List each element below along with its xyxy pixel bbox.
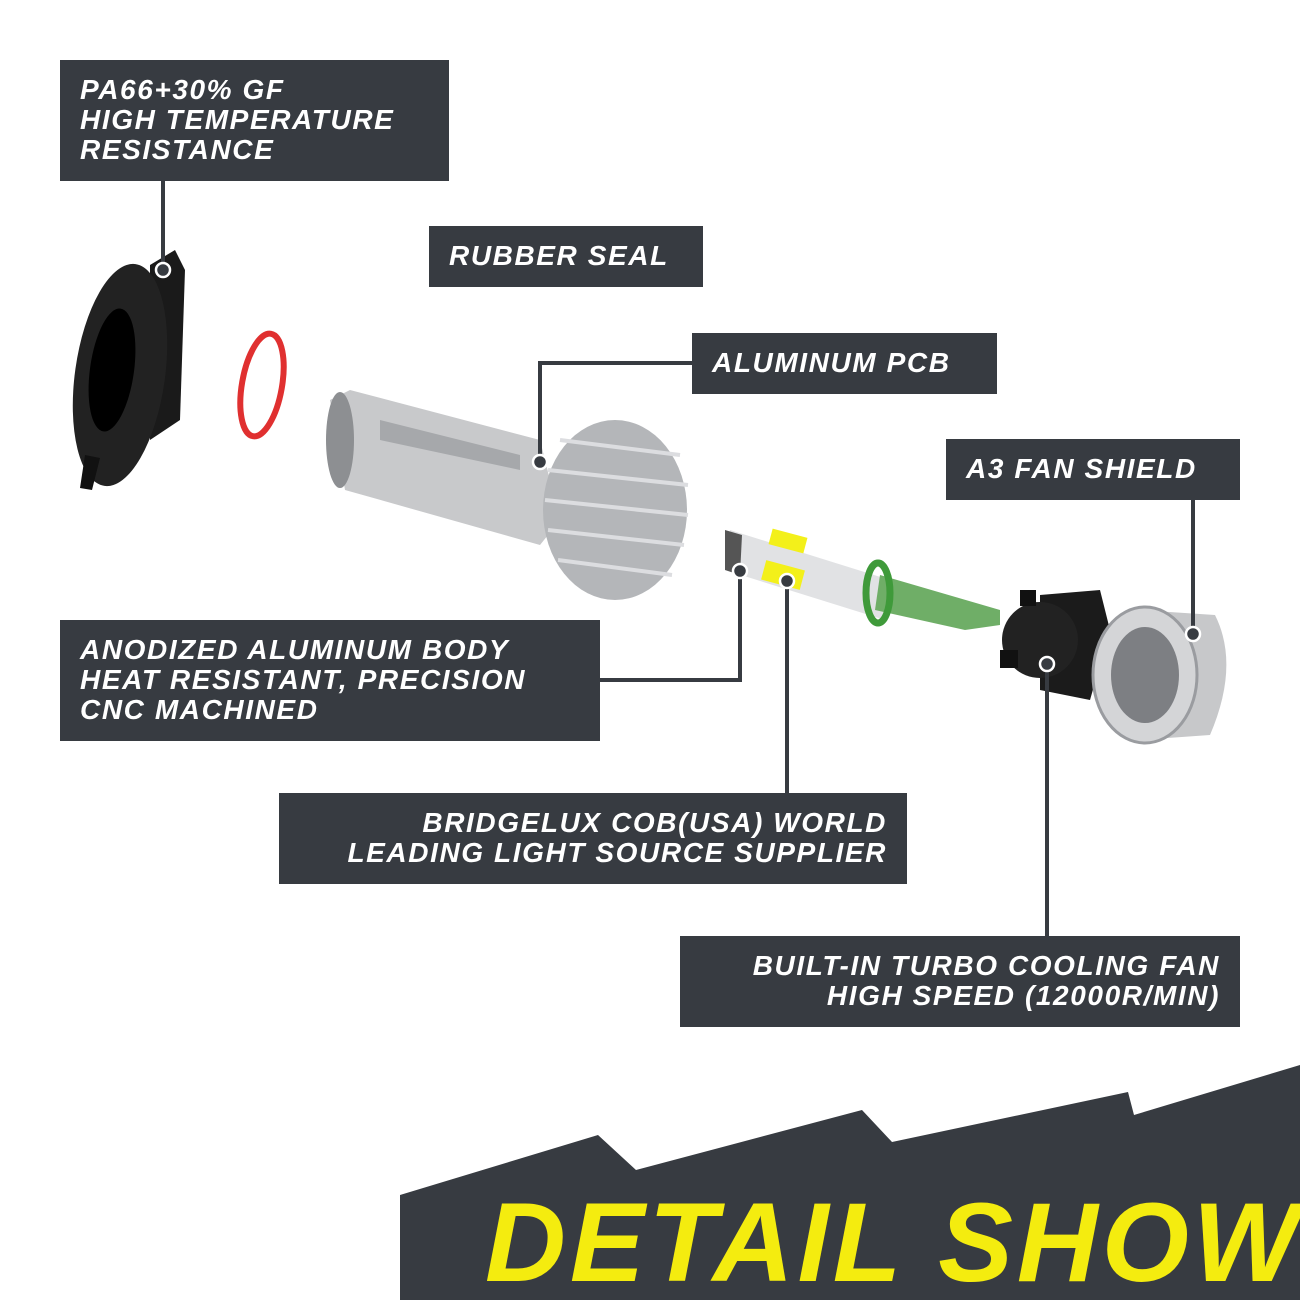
label-line: RESISTANCE	[80, 134, 275, 165]
label-line: HIGH SPEED (12000R/MIN)	[826, 980, 1220, 1011]
label-cooling-fan: BUILT-IN TURBO COOLING FAN HIGH SPEED (1…	[680, 936, 1240, 1027]
housing-part	[72, 250, 185, 490]
label-aluminum-pcb: ALUMINUM PCB	[692, 333, 997, 394]
leader-lines	[161, 181, 1195, 936]
label-line: RUBBER SEAL	[449, 240, 669, 271]
label-line: LEADING LIGHT SOURCE SUPPLIER	[347, 837, 887, 868]
label-line: CNC MACHINED	[80, 694, 319, 725]
label-fan-shield: A3 FAN SHIELD	[946, 439, 1240, 500]
cob-led-part	[725, 528, 1000, 630]
banner-background	[400, 1065, 1300, 1300]
label-line: A3 FAN SHIELD	[966, 453, 1197, 484]
fan-shield-part	[1091, 605, 1227, 745]
banner-title: DETAIL SHOW	[485, 1180, 1300, 1305]
label-aluminum-body: ANODIZED ALUMINUM BODY HEAT RESISTANT, P…	[60, 620, 600, 741]
label-line: HEAT RESISTANT, PRECISION	[80, 664, 527, 695]
label-cob: BRIDGELUX COB(USA) WORLD LEADING LIGHT S…	[279, 793, 907, 884]
label-line: BRIDGELUX COB(USA) WORLD	[422, 807, 887, 838]
label-line: HIGH TEMPERATURE	[80, 104, 395, 135]
label-line: BUILT-IN TURBO COOLING FAN	[752, 950, 1220, 981]
label-housing: PA66+30% GF HIGH TEMPERATURE RESISTANCE	[60, 60, 449, 181]
aluminum-body-part	[326, 390, 689, 600]
label-line: ANODIZED ALUMINUM BODY	[80, 634, 510, 665]
label-line: PA66+30% GF	[80, 74, 285, 105]
rubber-seal-part	[237, 330, 287, 440]
leader-dots	[154, 261, 1202, 673]
label-line: ALUMINUM PCB	[712, 347, 951, 378]
label-rubber-seal: RUBBER SEAL	[429, 226, 703, 287]
